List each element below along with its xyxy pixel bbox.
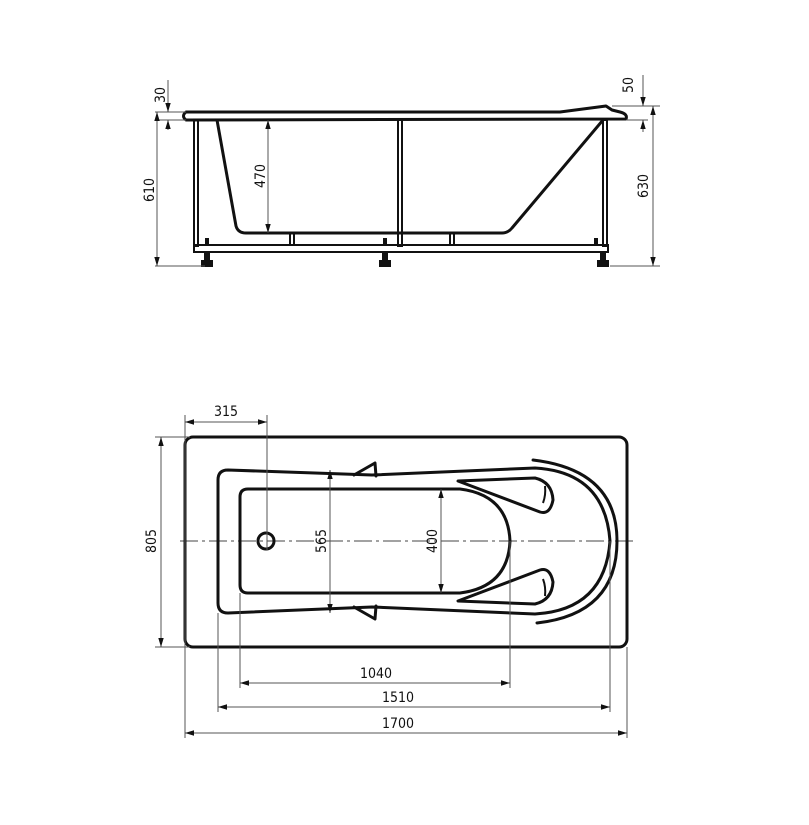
dim-rim-left: 30 xyxy=(153,87,169,103)
dim-depth: 470 xyxy=(253,164,269,188)
inner-border xyxy=(216,466,612,616)
tub-shell xyxy=(215,118,605,235)
dim-height-left: 610 xyxy=(142,178,158,202)
plan-view: 315 805 565 400 1040 1510 1700 xyxy=(144,404,634,738)
dim-inner-length: 1510 xyxy=(382,690,414,706)
dim-length: 1700 xyxy=(382,716,414,732)
headrest-bottom xyxy=(456,568,555,606)
support-post xyxy=(289,232,295,246)
outer-rim xyxy=(183,435,629,649)
dim-basin-width: 400 xyxy=(425,529,441,553)
dim-height-right: 630 xyxy=(636,174,652,198)
armrest-top xyxy=(352,461,378,478)
rim xyxy=(182,104,628,122)
outer-arc xyxy=(531,458,619,625)
side-view: 30 610 470 50 630 xyxy=(142,75,660,267)
frame-middle-post xyxy=(397,119,403,247)
dim-drain-offset: 315 xyxy=(214,404,238,420)
dim-rim-right: 50 xyxy=(621,77,637,93)
frame-right-post xyxy=(602,119,608,247)
feet xyxy=(201,238,609,267)
dim-basin-length: 1040 xyxy=(360,666,392,682)
armrest-bottom xyxy=(352,604,378,621)
frame-bottom-rail xyxy=(193,244,609,253)
dim-inner-width: 565 xyxy=(314,529,330,553)
support-post xyxy=(449,232,455,246)
frame-left-post xyxy=(193,119,199,247)
drain-icon xyxy=(256,531,276,551)
basin xyxy=(238,487,512,595)
dim-width: 805 xyxy=(144,529,160,553)
headrest-top xyxy=(456,476,555,514)
